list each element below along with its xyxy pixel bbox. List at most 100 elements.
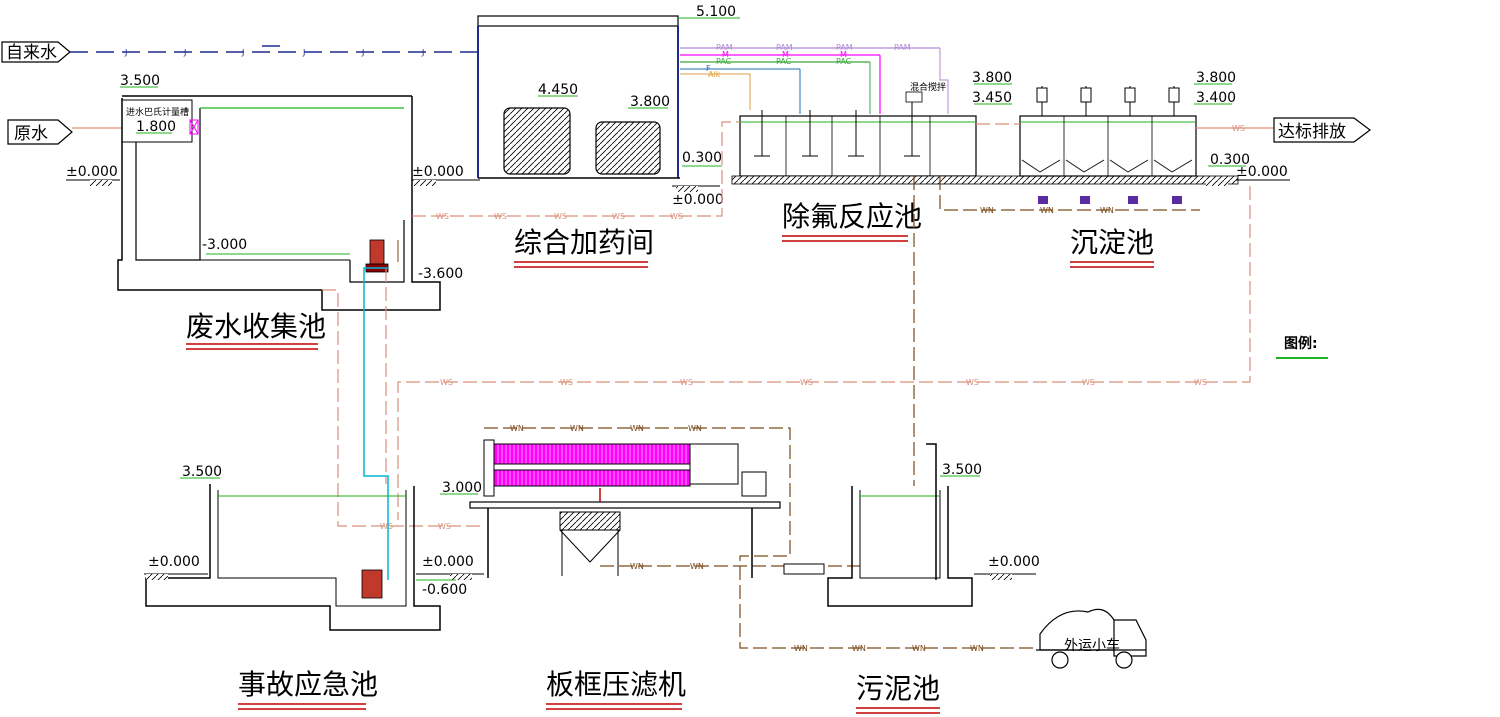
ws-pipe-labels: WS WS WS WS WS WS WS WS WS WS WS WS WS W… xyxy=(380,212,1207,531)
pipe-code-wn-8: WN xyxy=(630,562,644,571)
accident-tank-title: 事故应急池 xyxy=(238,668,378,701)
pipe-code-wn-3: WN xyxy=(1100,206,1114,215)
sedimentation-tank: 3.800 3.400 0.300 ±0.000 沉淀池 xyxy=(1019,70,1290,268)
pipe-code-wn-11: WN xyxy=(852,644,866,653)
pipe-code-j-4: J xyxy=(302,48,305,57)
level-collection-ground: ±0.000 xyxy=(66,164,118,180)
pipe-code-wn-9: WN xyxy=(690,562,704,571)
pipe-code-ws-12: WS xyxy=(1194,378,1207,387)
level-sludge-ground: ±0.000 xyxy=(988,554,1040,570)
level-accident-bottom: -0.600 xyxy=(422,582,467,598)
tap-water-inlet: 自来水 J J J J J J xyxy=(1,41,478,63)
legend-title: 图例: xyxy=(1284,335,1318,352)
filter-press: 3.000 板框压滤机 xyxy=(440,439,781,710)
level-accident-ground-right: ±0.000 xyxy=(422,554,474,570)
pipe-code-f: F xyxy=(706,64,711,73)
pipe-code-m-3: M xyxy=(840,50,847,59)
level-collection-water: -3.000 xyxy=(202,237,247,253)
sludge-tank: 3.500 ±0.000 污泥池 xyxy=(783,443,1040,714)
pipe-code-ws-6: WS xyxy=(440,378,453,387)
accident-pipe xyxy=(363,267,389,580)
pipe-code-j-3: J xyxy=(241,48,244,57)
pipe-code-ws-1: WS xyxy=(436,212,449,221)
pipe-code-ws-3: WS xyxy=(554,212,567,221)
pipe-code-pam-4: PAM xyxy=(894,43,911,52)
level-collection-top: 3.500 xyxy=(120,73,160,89)
level-sed-water: 3.400 xyxy=(1196,90,1236,106)
pipe-code-pam-1: PAM xyxy=(716,43,733,52)
accident-pump-icon xyxy=(361,569,383,599)
pipe-code-wn-7: WN xyxy=(688,424,702,433)
chemical-tank-2 xyxy=(595,121,661,175)
parshall-flume-label: 进水巴氏计量槽 xyxy=(126,106,189,118)
pipe-code-wn-6: WN xyxy=(630,424,644,433)
sedimentation-title: 沉淀池 xyxy=(1070,226,1154,259)
level-collection-bottom: -3.600 xyxy=(418,266,463,282)
pipe-code-j-5: J xyxy=(361,48,364,57)
pipe-code-m-1: M xyxy=(722,50,729,59)
pipe-code-ws-7: WS xyxy=(560,378,573,387)
level-parshall: 1.800 xyxy=(136,119,176,135)
level-dosing-ground: ±0.000 xyxy=(672,192,724,208)
pipe-code-wn-13: WN xyxy=(970,644,984,653)
sludge-pump-icons xyxy=(1038,196,1182,204)
discharge-outlet: WS 达标排放 xyxy=(1196,117,1371,143)
pipe-code-pac-2: PAC xyxy=(776,57,792,66)
level-sed-ground: ±0.000 xyxy=(1236,164,1288,180)
pipe-code-ws-5: WS xyxy=(670,212,683,221)
pipe-code-j-1: J xyxy=(124,48,127,57)
pipe-code-alk: Alk xyxy=(708,70,721,79)
raw-water-label: 原水 xyxy=(14,124,48,144)
pipe-code-pac-1: PAC xyxy=(716,57,732,66)
level-reaction-water: 3.450 xyxy=(972,90,1012,106)
level-collection-right-ground: ±0.000 xyxy=(412,164,464,180)
press-plates-upper xyxy=(493,443,691,465)
ws-pipes xyxy=(322,121,1251,527)
level-tank1: 4.450 xyxy=(538,82,578,98)
lift-pump-icon xyxy=(369,239,385,265)
pipe-code-ws-9: WS xyxy=(800,378,813,387)
level-accident-top: 3.500 xyxy=(182,464,222,480)
pipe-code-ws-8: WS xyxy=(680,378,693,387)
defluorination-title: 除氟反应池 xyxy=(782,200,922,233)
level-press-platform: 3.000 xyxy=(442,480,482,496)
pipe-code-wn-4: WN xyxy=(510,424,524,433)
level-dosing-roof: 5.100 xyxy=(696,4,736,20)
pipe-code-ws-discharge: WS xyxy=(1232,124,1245,133)
level-accident-ground-left: ±0.000 xyxy=(148,554,200,570)
sludge-tank-title: 污泥池 xyxy=(856,672,940,705)
truck-label: 外运小车 xyxy=(1064,637,1120,654)
press-plates-lower xyxy=(493,469,691,487)
level-sludge-top: 3.500 xyxy=(942,462,982,478)
pipe-code-pam-3: PAM xyxy=(836,43,853,52)
collection-tank: 进水巴氏计量槽 3.500 1.800 ±0.000 ±0.000 -3.000… xyxy=(66,73,480,350)
legend: 图例: xyxy=(1276,335,1328,359)
sedimentation-drive-icons xyxy=(1036,86,1180,116)
collection-tank-title: 废水收集池 xyxy=(186,310,326,343)
level-sed-top: 3.800 xyxy=(1196,70,1236,86)
wn-pipe-labels: WN WN WN WN WN WN WN WN WN WN WN WN WN xyxy=(510,206,1114,653)
level-dosing-floor: 0.300 xyxy=(682,150,722,166)
pipe-code-m-2: M xyxy=(782,50,789,59)
discharge-label: 达标排放 xyxy=(1278,122,1346,142)
pipe-code-j-2: J xyxy=(183,48,186,57)
sludge-hopper xyxy=(559,511,621,576)
level-tank2: 3.800 xyxy=(630,94,670,110)
pipe-code-wn-12: WN xyxy=(912,644,926,653)
chemical-tank-1 xyxy=(503,107,571,175)
dosing-room: 5.100 4.450 3.800 0.300 ±0.000 PAM PAM P… xyxy=(477,4,949,268)
truck-icon: 外运小车 xyxy=(1036,608,1147,669)
pipe-code-j-6: J xyxy=(421,48,424,57)
dosing-room-title: 综合加药间 xyxy=(514,226,654,259)
agitator-icons xyxy=(754,100,920,157)
pipe-code-ws-13: WS xyxy=(380,522,393,531)
level-sed-floor: 0.300 xyxy=(1210,152,1250,168)
pipe-code-wn-10: WN xyxy=(794,644,808,653)
defluorination-tank: 混合搅拌 3.800 3.450 除氟反应池 xyxy=(731,70,1239,242)
pipe-code-wn-1: WN xyxy=(980,206,994,215)
filter-press-title: 板框压滤机 xyxy=(546,668,686,701)
pipe-code-ws-14: WS xyxy=(438,522,451,531)
raw-water-inlet: 原水 xyxy=(7,119,122,145)
